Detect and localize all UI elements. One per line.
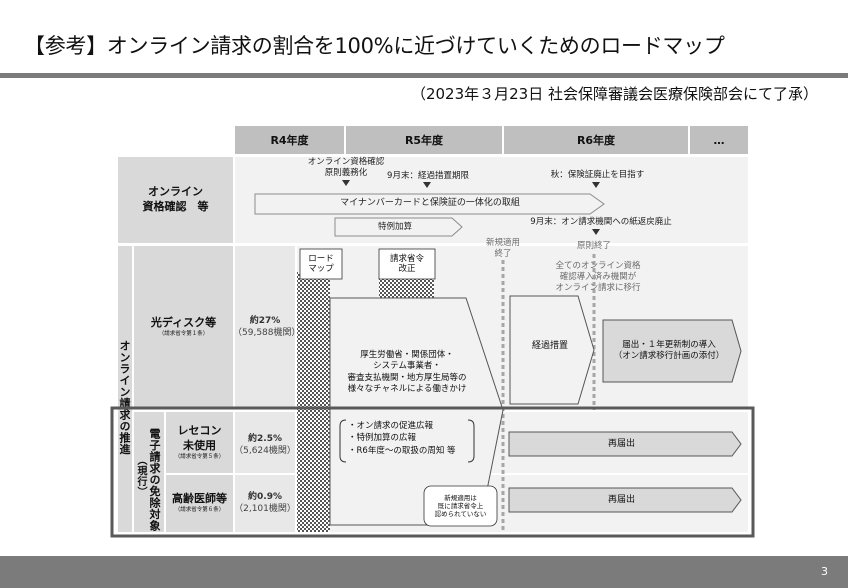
elderly-ratio-cell: [235, 475, 295, 532]
exempt-outline: [110, 406, 755, 538]
todokede-label: 届出・１年更新制の導入 （オン請求移行計画の添付）: [613, 339, 725, 361]
footer-bar: [0, 556, 848, 588]
rececon-ratio-cell: [235, 412, 295, 473]
elderly-pct: 約0.9%: [248, 492, 282, 502]
elderly-count: （2,101機関）: [234, 503, 296, 514]
hikari-count: （59,588機関）: [233, 327, 301, 338]
keika-label: 経過措置: [531, 341, 568, 351]
roadmap-label: ロード マップ: [308, 253, 334, 274]
elderly-label: 高齢医師等: [172, 492, 227, 506]
keika-kigen-label: 9月末：経過措置期限: [387, 171, 469, 181]
subtitle: （2023年３月23日 社会保障審議会医療保険部会にて了承）: [410, 85, 818, 103]
exempt-label: 電子請求の免除対象: [148, 428, 161, 532]
row-header-hikari: 光ディスク等（請求省令第１条）: [134, 246, 233, 409]
hikari-label: 光ディスク等: [150, 316, 217, 330]
shinki-end-label: 新規適用 終了: [485, 238, 520, 260]
new-note-label: 新規適用は 既に請求省令上 認められていない: [434, 493, 487, 519]
hatarakikake-label: 厚生労働省・関係団体・ システム事業者・ 審査支払機関・地方厚生局等の 様々なチ…: [347, 350, 467, 395]
page-title: 【参考】オンライン請求の割合を100%に近づけていくためのロードマップ: [24, 34, 725, 58]
ittaika-label: マイナンバーカードと保険証の一体化の取組: [340, 198, 520, 208]
row-header-exempt: [134, 412, 164, 532]
re1-arrow: [508, 431, 742, 457]
marker-keika: [423, 182, 431, 188]
marker-hokensho: [592, 182, 600, 188]
rececon-sub: （請求省令第５条）: [174, 453, 225, 460]
row-header-online-shikaku: オンライン 資格確認 等: [118, 157, 233, 243]
col-header-r6: R6年度: [504, 126, 688, 154]
promotion-label: オンライン請求の推進: [118, 340, 131, 455]
rececon-ratio: 約2.5% （5,624機関）: [233, 434, 297, 457]
new-note-box: [423, 485, 498, 527]
page-number: 3: [821, 565, 828, 578]
rececon-pct: 約2.5%: [248, 434, 282, 444]
title-rule: [0, 73, 848, 78]
rececon-count: （5,624機関）: [234, 445, 296, 456]
gensoku-end-label: 原則終了: [576, 241, 611, 251]
hikari-pct: 約27%: [249, 316, 281, 326]
hikari-ratio: 約27% （59,588機関）: [233, 316, 301, 339]
row-header-promotion: [118, 246, 132, 532]
row-header-rececon: レセコン 未使用（請求省令第５条）: [166, 412, 233, 473]
gensoku-label: オンライン資格確認 原則義務化: [307, 157, 385, 179]
ikou-label: 全てのオンライン資格 確認導入済み機関が オンライン請求に移行: [555, 261, 641, 294]
roadmap-box: [299, 248, 343, 280]
hatarakikake-shape: [329, 297, 504, 526]
elderly-ratio: 約0.9% （2,101機関）: [233, 492, 297, 515]
roadmap-hatch: [297, 272, 330, 532]
measures-bracket: [339, 419, 475, 463]
todokede-arrow: [602, 319, 742, 383]
shibaitai-label: 9月末：オン請求機関への紙返戻廃止: [530, 217, 672, 227]
col-header-more: …: [690, 126, 748, 154]
col-header-r4: R4年度: [235, 126, 344, 154]
hikari-sub: （請求省令第１条）: [158, 331, 209, 338]
tokurei-label: 特例加算: [377, 222, 412, 232]
marker-shibaitai: [592, 229, 600, 235]
shorei-label: 請求省令 改正: [389, 253, 424, 274]
shorei-hatch: [379, 276, 434, 298]
marker-gensoku: [342, 180, 350, 186]
tokurei-arrow: [334, 217, 463, 237]
hokensho-label: 秋：保険証廃止を目指す: [550, 170, 645, 180]
measures-label: ・オン請求の促進広報 ・特例加算の広報 ・R6年度～の取扱の周知 等: [348, 421, 456, 456]
keika-arrow: [509, 295, 595, 405]
col-header-r5: R5年度: [346, 126, 502, 154]
row-header-elderly: 高齢医師等（請求省令第６条）: [166, 475, 233, 532]
elderly-sub: （請求省令第６条）: [174, 507, 225, 514]
re2-label: 再届出: [607, 494, 635, 505]
ittaika-arrow: [254, 193, 605, 215]
exempt-current-label: （現行）: [135, 455, 146, 497]
shorei-box: [378, 248, 436, 280]
re2-arrow: [508, 487, 742, 513]
hikari-ratio-cell: [235, 246, 295, 409]
re1-label: 再届出: [607, 438, 635, 449]
rececon-label: レセコン 未使用: [177, 423, 222, 452]
